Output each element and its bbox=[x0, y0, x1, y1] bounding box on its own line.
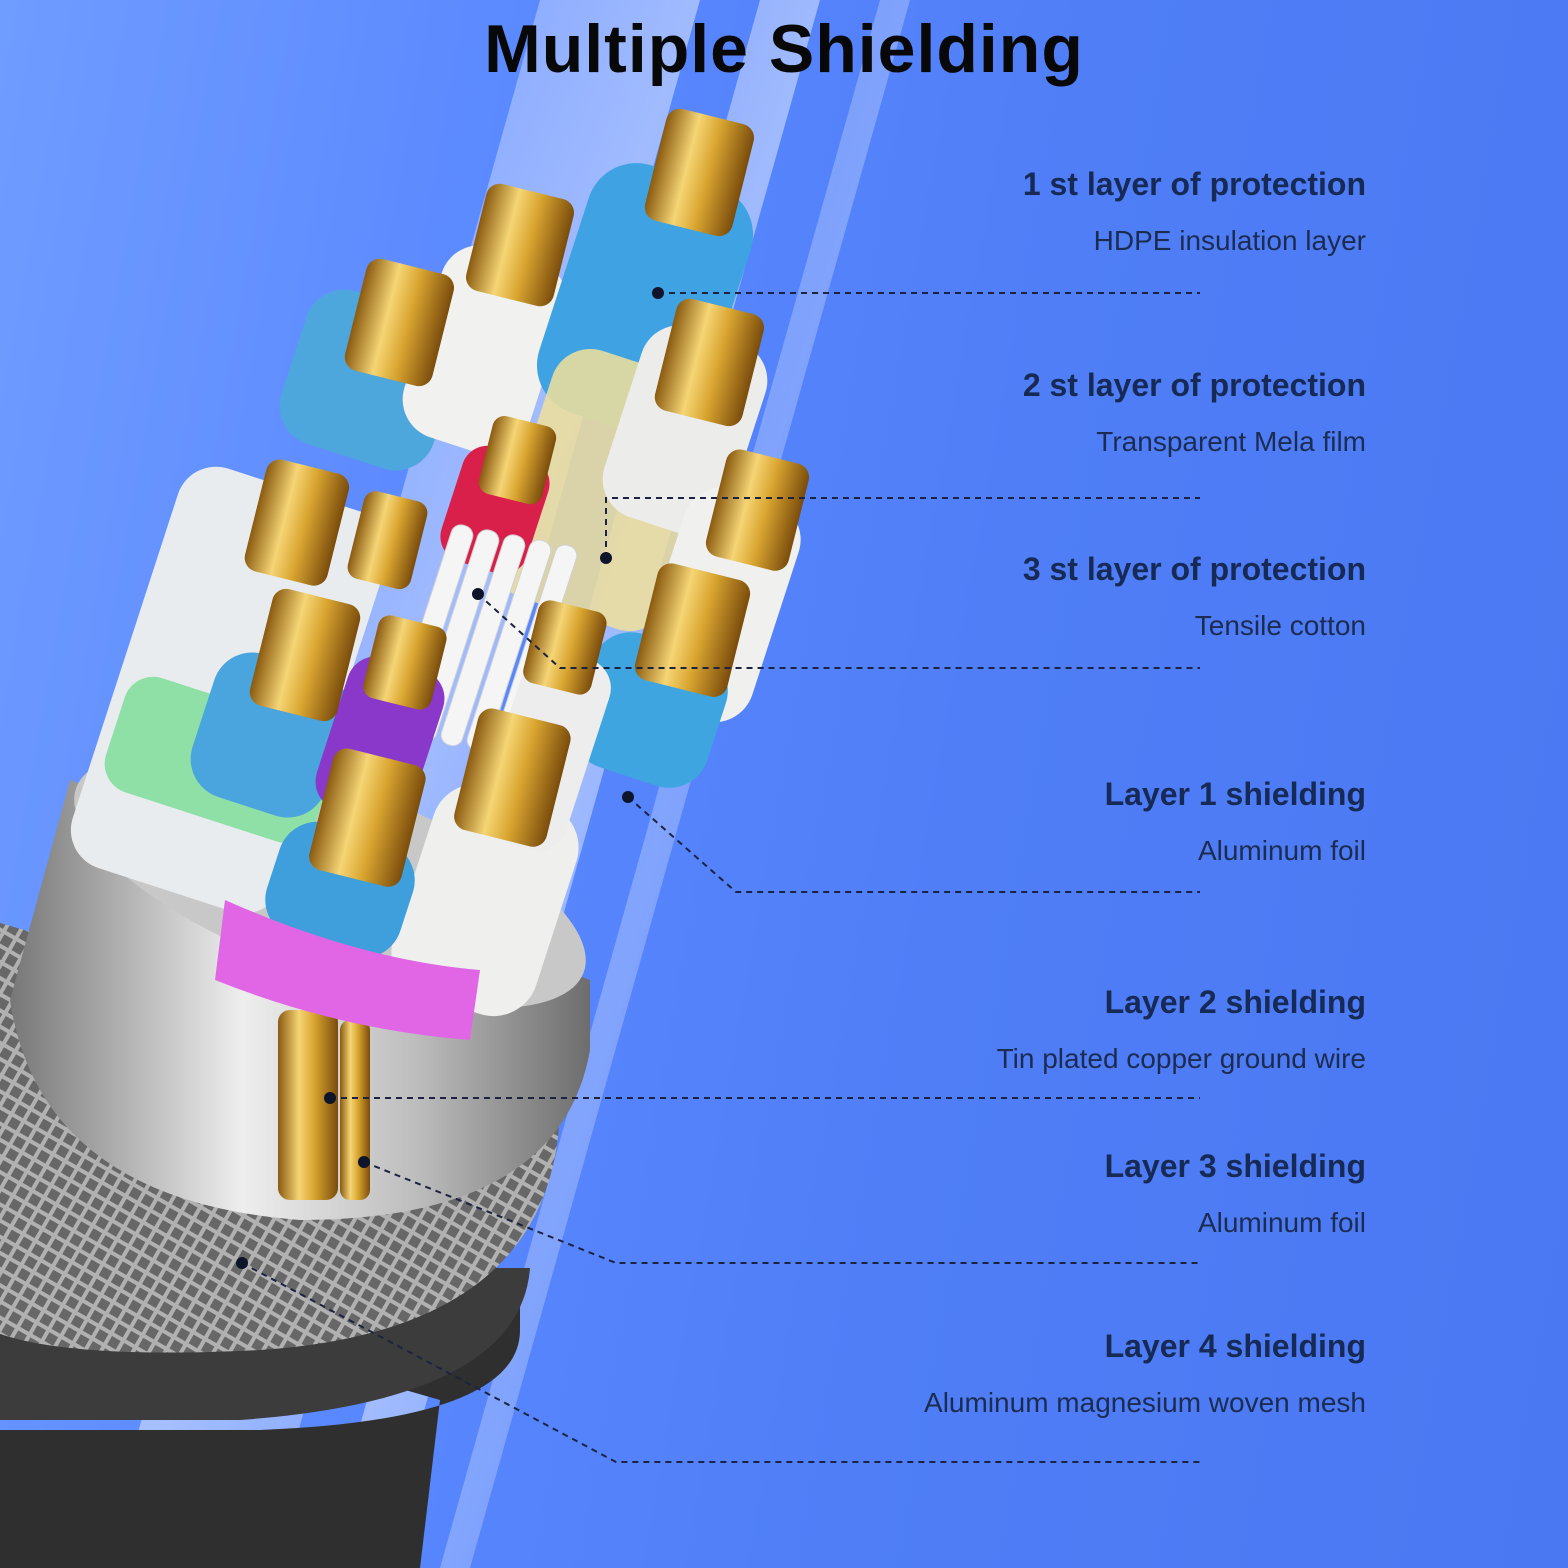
callout-subtitle: Tensile cotton bbox=[1194, 610, 1366, 641]
callout-heading: Layer 3 shielding bbox=[1104, 1148, 1366, 1184]
leader-dot bbox=[652, 287, 664, 299]
leader-dot bbox=[622, 791, 634, 803]
callout-subtitle: Aluminum foil bbox=[1197, 1207, 1366, 1238]
leader-line-6 bbox=[363, 1161, 1200, 1264]
callout-subtitle: Aluminum foil bbox=[1197, 835, 1366, 866]
copper-conductors bbox=[244, 108, 810, 887]
leader-line-2 bbox=[605, 497, 1200, 558]
diagram-title: Multiple Shielding bbox=[484, 11, 1084, 87]
callout-heading: 3 st layer of protection bbox=[1022, 551, 1366, 587]
leader-dot bbox=[600, 552, 612, 564]
callout-heading: 1 st layer of protection bbox=[1022, 166, 1366, 202]
leader-line-7 bbox=[241, 1262, 1200, 1463]
callout-heading: Layer 4 shielding bbox=[1104, 1328, 1366, 1364]
callout-layer-7: Layer 4 shielding Aluminum magnesium wov… bbox=[924, 1328, 1366, 1419]
callout-subtitle: Transparent Mela film bbox=[1096, 426, 1366, 457]
callout-layer-1: 1 st layer of protection HDPE insulation… bbox=[1023, 166, 1366, 257]
callout-layer-6: Layer 3 shielding Aluminum foil bbox=[1105, 1148, 1366, 1239]
callout-layer-2: 2 st layer of protection Transparent Mel… bbox=[1023, 367, 1366, 458]
ground-wire bbox=[278, 1010, 370, 1200]
leader-dot bbox=[358, 1156, 370, 1168]
leader-line-4 bbox=[627, 796, 1200, 893]
leader-lines bbox=[241, 292, 1200, 1463]
callout-heading: Layer 1 shielding bbox=[1104, 776, 1366, 812]
leader-dot bbox=[472, 588, 484, 600]
leader-line-3 bbox=[477, 593, 1200, 669]
leader-dots bbox=[236, 287, 664, 1269]
callout-layer-4: Layer 1 shielding Aluminum foil bbox=[1105, 776, 1366, 867]
callout-layer-5: Layer 2 shielding Tin plated copper grou… bbox=[997, 984, 1366, 1075]
callout-heading: Layer 2 shielding bbox=[1104, 984, 1366, 1020]
callout-subtitle: HDPE insulation layer bbox=[1093, 225, 1366, 256]
callout-subtitle: Tin plated copper ground wire bbox=[996, 1043, 1366, 1074]
leader-dot bbox=[236, 1257, 248, 1269]
leader-dot bbox=[324, 1092, 336, 1104]
callout-heading: 2 st layer of protection bbox=[1022, 367, 1366, 403]
callout-subtitle: Aluminum magnesium woven mesh bbox=[924, 1387, 1366, 1418]
callout-layer-3: 3 st layer of protection Tensile cotton bbox=[1023, 551, 1366, 642]
